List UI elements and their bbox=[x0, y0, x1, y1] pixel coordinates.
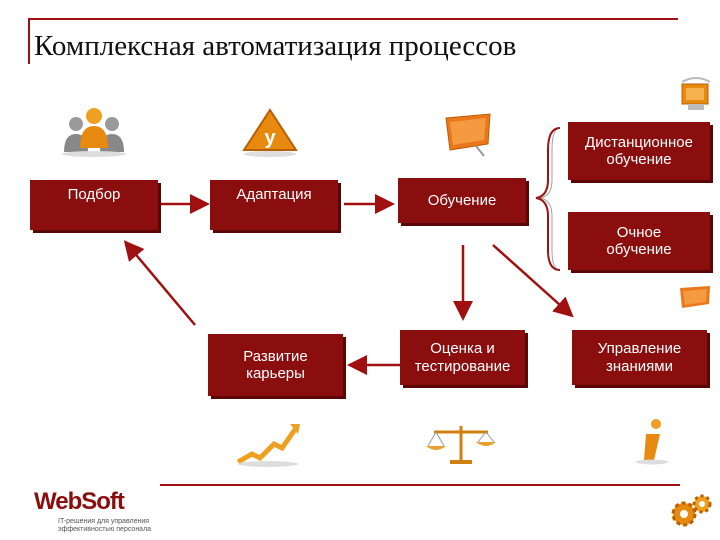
screen-icon bbox=[680, 286, 710, 308]
info-icon bbox=[636, 419, 668, 465]
svg-text:y: y bbox=[264, 127, 276, 149]
arrow-razvitie-podbor bbox=[123, 240, 196, 326]
box-distancionnoe: Дистанционное обучение bbox=[568, 122, 710, 180]
gears-icon bbox=[671, 494, 712, 527]
box-obuchenie: Обучение bbox=[398, 178, 526, 223]
slide-title: Комплексная автоматизация процессов bbox=[34, 30, 517, 62]
people-icon bbox=[62, 108, 126, 157]
box-razvitie: Развитие карьеры bbox=[208, 334, 343, 396]
box-podbor: Подбор bbox=[30, 180, 158, 230]
scales-icon bbox=[426, 426, 496, 464]
box-adaptaciya: Адаптация bbox=[210, 180, 338, 230]
logo-wordmark: WebSoft bbox=[34, 488, 125, 515]
brace bbox=[535, 127, 561, 271]
arrow-obuchenie-upravlenie bbox=[492, 244, 574, 318]
bottom-rule bbox=[160, 484, 680, 486]
computer-icon bbox=[681, 77, 711, 110]
warning-sign-icon: y bbox=[242, 108, 298, 157]
monitor-icon bbox=[445, 113, 491, 157]
growth-arrow-icon bbox=[236, 424, 300, 467]
box-ochnoe: Очное обучение bbox=[568, 212, 710, 270]
websoft-logo: WebSoft IT-решения для управления эффект… bbox=[34, 488, 158, 535]
box-ocenka: Оценка и тестирование bbox=[400, 330, 525, 385]
logo-tagline: IT-решения для управления эффективностью… bbox=[58, 518, 152, 534]
title-frame-top bbox=[28, 18, 678, 20]
title-frame-left bbox=[28, 18, 30, 64]
box-upravlenie: Управление знаниями bbox=[572, 330, 707, 385]
